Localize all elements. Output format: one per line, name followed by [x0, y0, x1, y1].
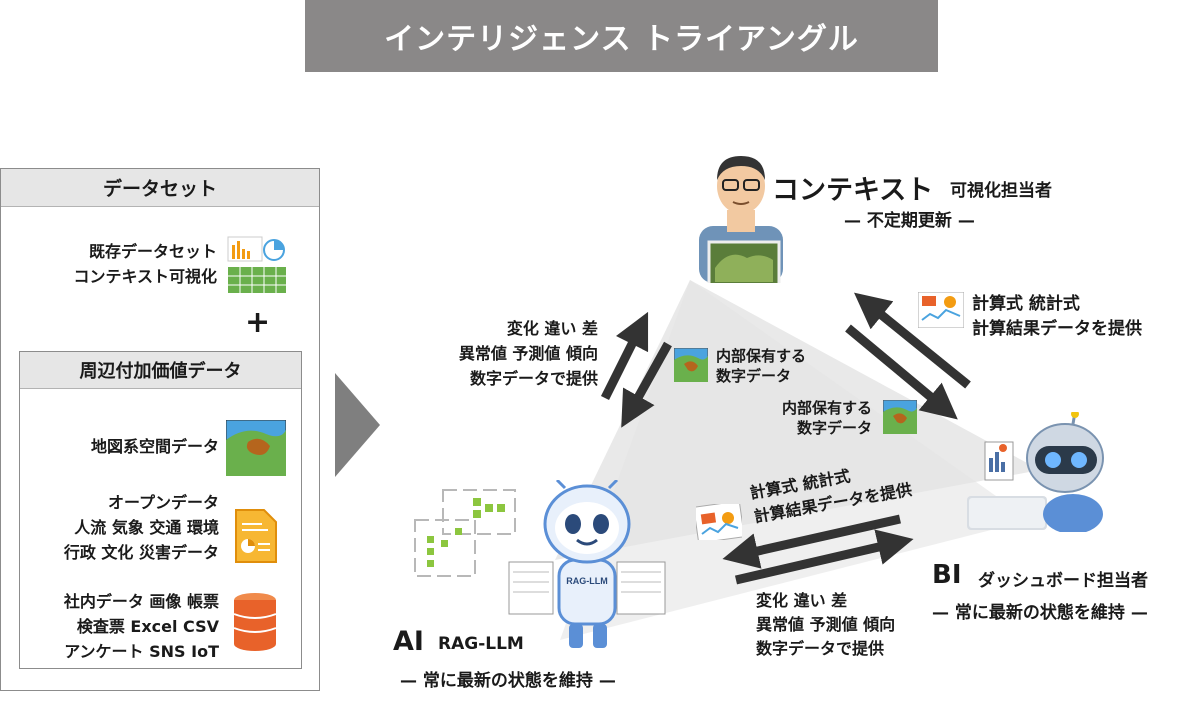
left-change-line2: 異常値 予測値 傾向	[458, 344, 598, 363]
map-icon	[226, 420, 286, 476]
bi-subtitle: — 常に最新の状態を維持 —	[932, 603, 1148, 623]
existing-line2: コンテキスト可視化	[73, 267, 217, 286]
dataset-header: データセット	[1, 169, 319, 207]
internal-line2: 検査票 Excel CSV	[76, 617, 219, 636]
plus-sign: +	[245, 305, 271, 340]
peripheral-header: 周辺付加価値データ	[20, 352, 301, 389]
bottom-change-line3: 数字データで提供	[756, 639, 885, 658]
person-icon	[699, 156, 783, 283]
right-calc-text: 計算式 統計式 計算結果データを提供	[972, 292, 1142, 342]
page-title: インテリジェンス トライアングル	[305, 0, 938, 72]
right-calc-line1: 計算式 統計式	[972, 294, 1080, 314]
arrow-bi-to-context	[854, 292, 971, 389]
bi-role: ダッシュボード担当者	[978, 571, 1148, 591]
arrow-bi-to-ai	[722, 514, 901, 569]
database-icon	[233, 593, 277, 651]
table-icon	[228, 267, 286, 293]
bi-title: BI	[932, 560, 962, 590]
arrow-context-to-bi	[845, 324, 958, 420]
context-subtitle: — 不定期更新 —	[844, 211, 975, 231]
internal-line1: 社内データ 画像 帳票	[63, 592, 219, 611]
context-title: コンテキスト	[772, 175, 934, 206]
document-icon	[235, 509, 277, 563]
arrow-context-to-ai	[621, 341, 672, 428]
bottom-change-line2: 異常値 予測値 傾向	[756, 615, 896, 634]
geo-data-label: 地図系空間データ	[90, 437, 219, 456]
ai-subtitle: — 常に最新の状態を維持 —	[400, 671, 616, 691]
open-line2: 人流 気象 交通 環境	[74, 518, 219, 537]
internal-a-line1: 内部保有する	[716, 347, 807, 365]
dataset-panel: データセット 既存データセット コンテキスト可視化 + 周辺付加価値データ 地図…	[0, 168, 320, 691]
left-change-line1: 変化 違い 差	[506, 319, 598, 338]
open-line3: 行政 文化 災害データ	[63, 543, 219, 562]
bar-chart-icon	[227, 236, 286, 293]
open-line1: オープンデータ	[107, 493, 219, 512]
bottom-change-text: 変化 違い 差 異常値 予測値 傾向 数字データで提供	[756, 589, 895, 661]
robot-icon	[967, 412, 1104, 532]
open-data-text: オープンデータ 人流 気象 交通 環境 行政 文化 災害データ	[0, 490, 219, 565]
internal-data-text: 社内データ 画像 帳票 検査票 Excel CSV アンケート SNS IoT	[0, 589, 219, 664]
arrow-ai-to-bi	[734, 529, 914, 585]
ai-title: AI	[393, 626, 424, 657]
left-change-line3: 数字データで提供	[469, 369, 598, 388]
robot-badge-label: RAG-LLM	[566, 576, 608, 586]
existing-line1: 既存データセット	[88, 242, 217, 261]
internal-b-line2: 数字データ	[796, 419, 872, 437]
map-icon	[883, 400, 917, 434]
left-change-text: 変化 違い 差 異常値 予測値 傾向 数字データで提供	[418, 316, 598, 391]
existing-dataset-text: 既存データセット コンテキスト可視化	[17, 239, 217, 289]
ai-name: RAG-LLM	[438, 634, 524, 654]
peripheral-data-panel: 周辺付加価値データ 地図系空間データ オープンデータ 人流 気象 交通 環境 行…	[19, 351, 302, 669]
map-icon	[674, 348, 708, 382]
internal-a-text: 内部保有する 数字データ	[716, 346, 806, 386]
context-role: 可視化担当者	[950, 181, 1052, 201]
right-calc-line2: 計算結果データを提供	[972, 319, 1142, 339]
dashboard-icon	[918, 292, 964, 328]
robot-icon: RAG-LLM	[508, 480, 666, 648]
internal-a-line2: 数字データ	[716, 367, 792, 385]
internal-b-line1: 内部保有する	[781, 399, 872, 417]
flow-chevron-arrow	[335, 373, 380, 477]
bottom-change-line1: 変化 違い 差	[756, 591, 848, 610]
flowchart-icon	[414, 489, 516, 577]
dashboard-icon	[696, 504, 742, 540]
internal-line3: アンケート SNS IoT	[64, 642, 219, 661]
internal-b-text: 内部保有する 数字データ	[760, 398, 872, 438]
arrow-ai-to-context	[600, 311, 649, 401]
